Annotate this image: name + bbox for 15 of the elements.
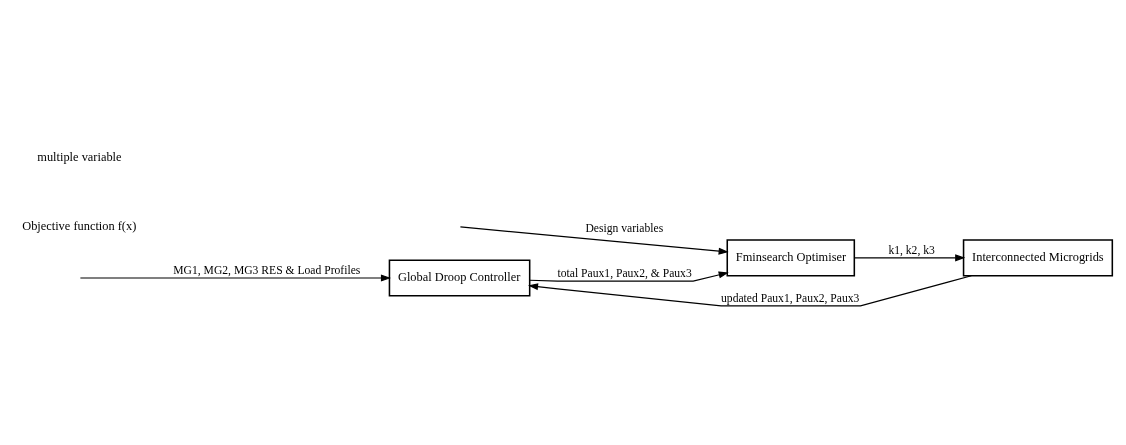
arrow	[79, 274, 391, 282]
arrow	[527, 274, 972, 306]
arrow	[853, 253, 966, 261]
edge-label: k1, k2, k3	[888, 243, 935, 257]
label: Objective function f(x)	[22, 218, 137, 233]
arrow	[529, 271, 729, 282]
node-box: Interconnected Microgrids	[962, 238, 1114, 276]
edge-label: Design variables	[585, 221, 664, 235]
node-box: Fminsearch Optimiser	[726, 238, 856, 276]
edge-label: updated Paux1, Paux2, Paux3	[721, 291, 860, 305]
arrow	[459, 225, 729, 255]
edge-label: MG1, MG2, MG3 RES & Load Profiles	[173, 263, 361, 277]
label: multiple variable	[37, 149, 122, 164]
node-box: Global Droop Controller	[388, 258, 531, 297]
edge-label: total Paux1, Paux2, & Paux3	[557, 266, 692, 280]
